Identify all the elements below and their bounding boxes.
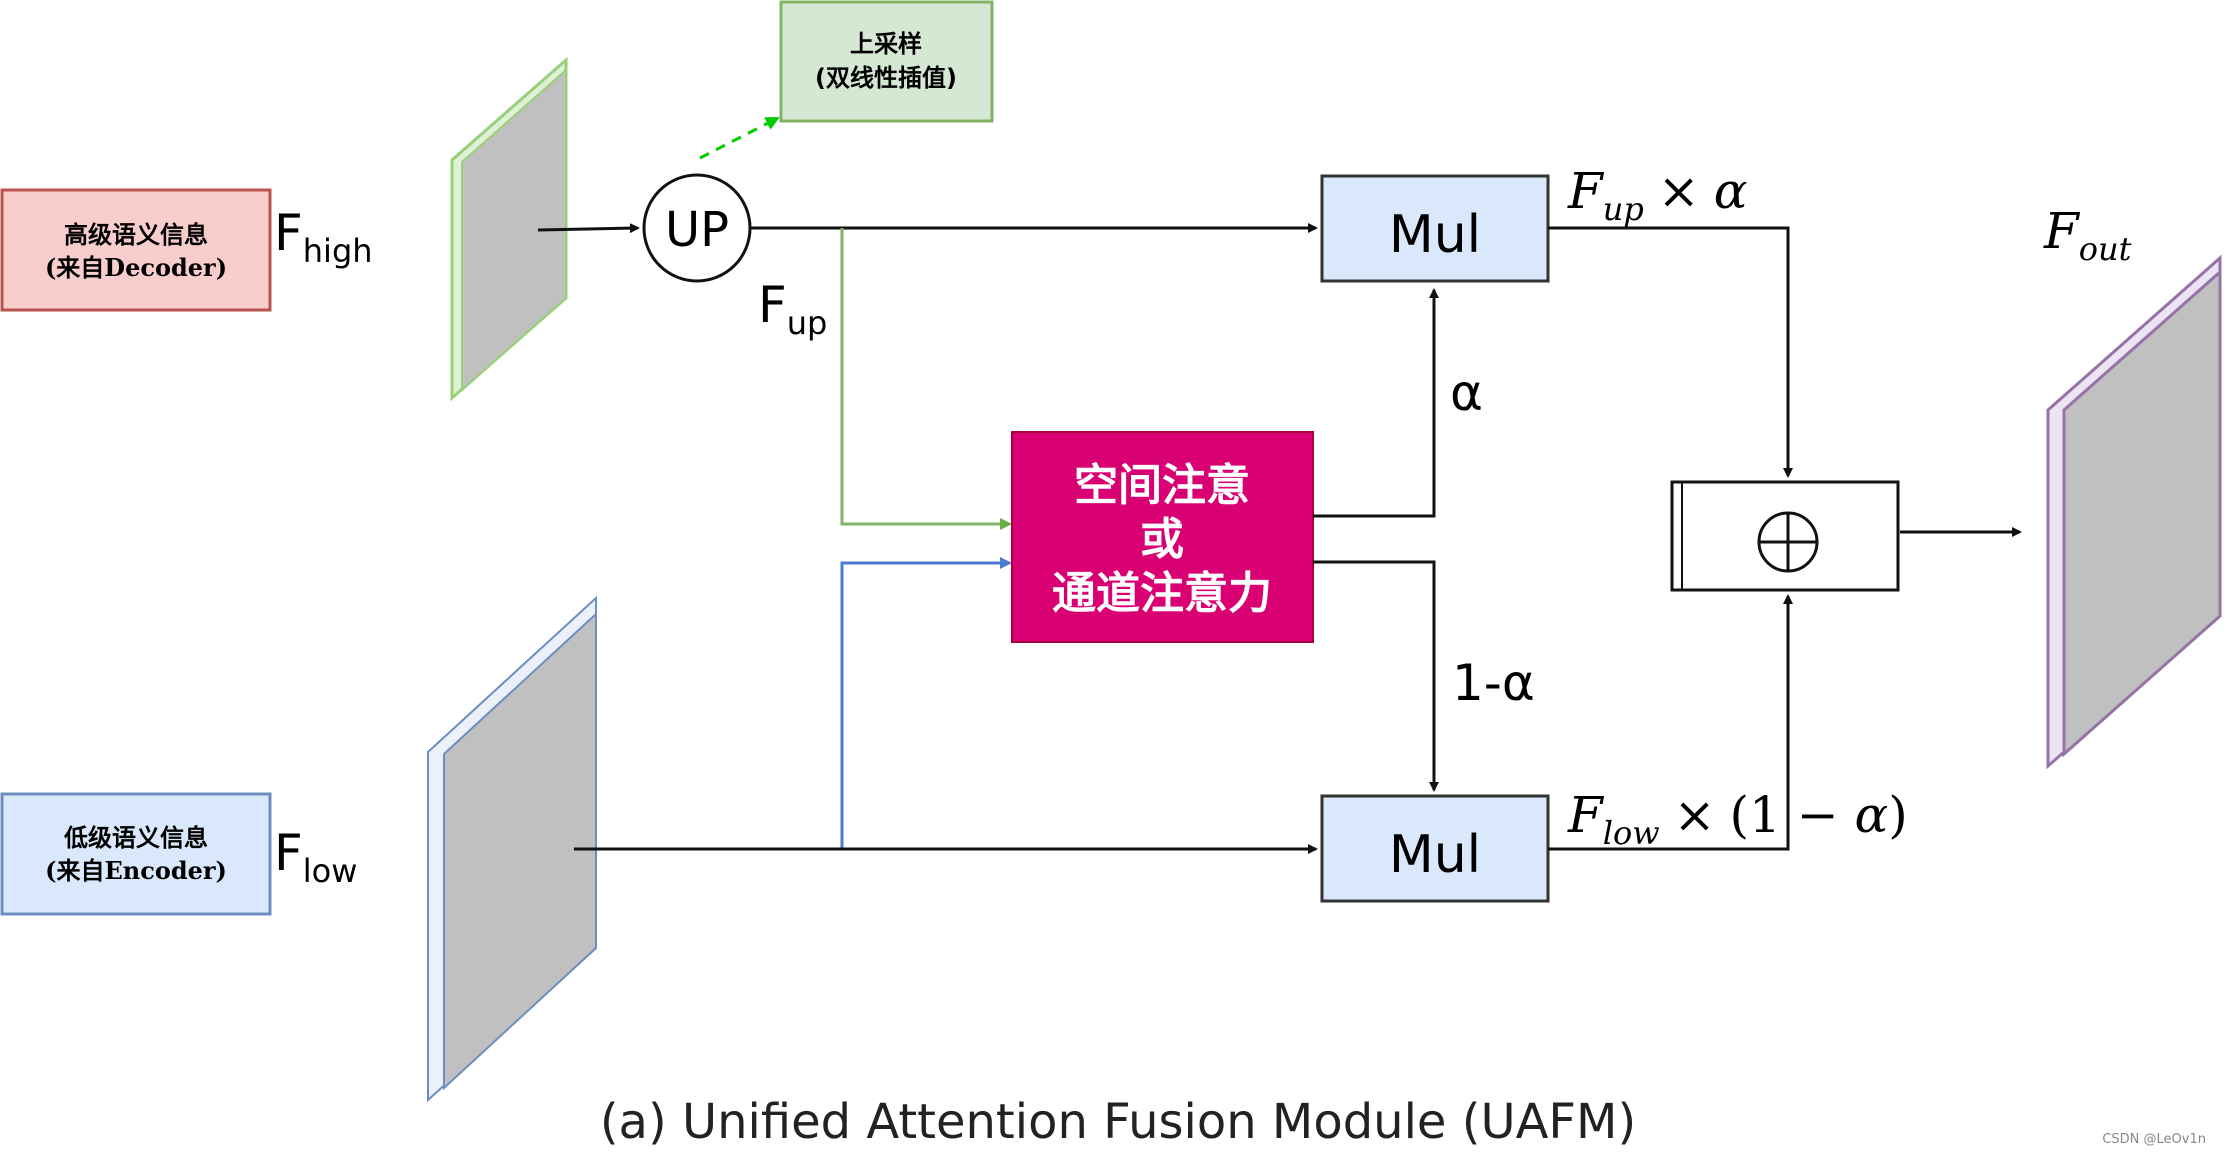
mul-top-label: Mul bbox=[1389, 205, 1481, 265]
upsample-line2: (双线性插值) bbox=[815, 64, 957, 92]
green-branch-to-attention bbox=[840, 228, 1012, 530]
arrow-mul-top-to-add bbox=[1548, 226, 1793, 478]
up-node-label: UP bbox=[665, 202, 729, 258]
attention-box: 空间注意 或 通道注意力 bbox=[1011, 431, 1314, 643]
alpha-label: α bbox=[1450, 364, 1483, 422]
high-feature-map bbox=[450, 56, 568, 402]
one-minus-alpha-arrow bbox=[1313, 560, 1439, 792]
f-low-label: Flow bbox=[274, 824, 357, 890]
one-minus-alpha-label: 1-α bbox=[1452, 654, 1535, 712]
attention-line3: 通道注意力 bbox=[1052, 568, 1272, 619]
mul-bottom-label: Mul bbox=[1389, 825, 1481, 885]
add-box bbox=[1670, 480, 1900, 592]
f-out-label: Fout bbox=[2043, 202, 2132, 268]
high-info-line2: (来自Decoder) bbox=[45, 253, 227, 282]
upsample-node: UP bbox=[642, 173, 752, 283]
blue-branch-to-attention bbox=[840, 557, 1012, 848]
output-feature-map bbox=[2046, 254, 2222, 770]
upsample-line1: 上采样 bbox=[850, 30, 922, 58]
mul-bottom-box: Mul bbox=[1320, 794, 1550, 903]
watermark: CSDN @LeOv1n bbox=[2102, 1132, 2206, 1147]
attention-line1: 空间注意 bbox=[1074, 460, 1250, 511]
dashed-arrow-to-upsample bbox=[699, 116, 780, 160]
arrow-high-to-up bbox=[537, 223, 640, 234]
arrow-mul-bottom-to-add bbox=[1548, 594, 1793, 851]
f-up-times-alpha: Fup×α bbox=[1567, 162, 1747, 228]
alpha-arrow bbox=[1313, 288, 1439, 518]
high-level-info-box: 高级语义信息 (来自Decoder) bbox=[0, 188, 272, 312]
low-info-line1: 低级语义信息 bbox=[63, 824, 208, 852]
mul-top-box: Mul bbox=[1320, 174, 1550, 283]
figure-caption: (a) Unified Attention Fusion Module (UAF… bbox=[600, 1094, 1636, 1150]
upsample-note-box: 上采样 (双线性插值) bbox=[779, 0, 994, 123]
high-info-line1: 高级语义信息 bbox=[64, 221, 208, 249]
f-up-label: Fup bbox=[758, 276, 827, 342]
attention-line2: 或 bbox=[1140, 514, 1184, 565]
low-level-info-box: 低级语义信息 (来自Encoder) bbox=[0, 792, 272, 916]
low-feature-map bbox=[427, 595, 597, 1103]
f-high-label: Fhigh bbox=[274, 204, 373, 270]
f-low-times-one-minus-alpha: Flow×(1 − α) bbox=[1567, 786, 1908, 852]
low-info-line2: (来自Encoder) bbox=[45, 856, 227, 885]
